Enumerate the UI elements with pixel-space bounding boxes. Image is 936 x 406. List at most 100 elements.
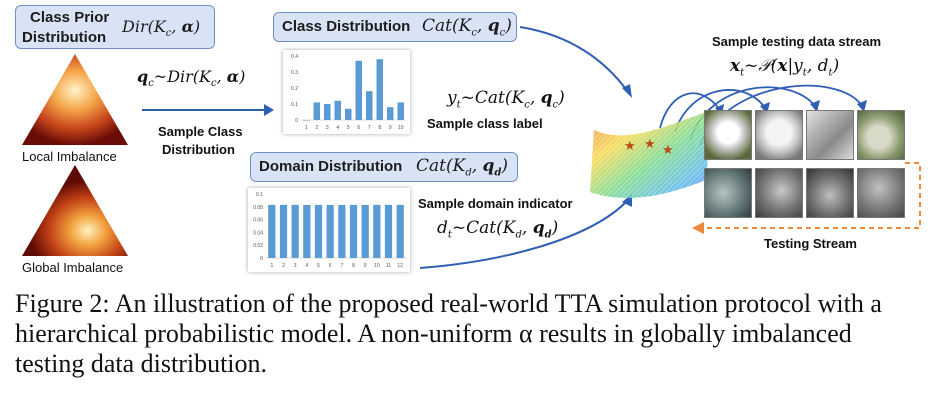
sample-image-texture-2	[755, 168, 803, 218]
y-tick-label: 0.02	[253, 243, 263, 249]
bar-12	[396, 204, 404, 258]
class-chart-panel: 0 0.1 0.2 0.3 0.4 1 2 3 4 5 6 7 8 9 10	[283, 50, 410, 134]
sample-class-dist-line1: Sample Class	[158, 124, 243, 139]
class-prior-title-line1: Class Prior	[30, 9, 110, 26]
sample-class-dist-line2: Distribution	[162, 142, 235, 157]
bar-1	[268, 204, 276, 258]
sample-class-arrow	[142, 104, 274, 116]
class-distribution-title: Class Distribution	[282, 18, 411, 35]
x-tick-label: 5	[317, 263, 320, 269]
x-tick-label: 8	[352, 263, 355, 269]
y-tick-label: 0	[295, 118, 298, 124]
bar-6	[326, 204, 334, 258]
sample-image-dog-3	[806, 110, 854, 160]
figure-caption: Figure 2: An illustration of the propose…	[15, 289, 927, 379]
x-tick-label: 12	[397, 263, 403, 269]
x-tick-label: 3	[326, 125, 329, 131]
x-tick-label: 4	[305, 263, 308, 269]
sample-image-dog-2	[755, 110, 803, 160]
x-tick-label: 1	[305, 125, 308, 131]
local-imbalance-triangle	[22, 54, 128, 145]
x-tick-label: 7	[368, 125, 371, 131]
y-tick-label: 0.08	[253, 205, 263, 211]
x-tick-label: 2	[315, 125, 318, 131]
domain-distribution-box: Domain Distribution Cat(Kd, qd)	[250, 152, 518, 182]
data-manifold-surface: ★ ★ ★	[590, 110, 712, 199]
testing-stream-arrow	[692, 162, 921, 234]
global-imbalance-label: Global Imbalance	[22, 260, 124, 275]
bar-3	[291, 204, 299, 258]
y-tick-label: 0.1	[291, 102, 298, 108]
bar-7	[338, 204, 346, 258]
domain-distribution-title: Domain Distribution	[259, 158, 403, 175]
star-marker-2: ★	[644, 136, 656, 151]
y-tick-label: 0.3	[291, 70, 298, 76]
y-tick-label: 0.06	[253, 218, 263, 224]
local-imbalance-label: Local Imbalance	[22, 149, 117, 164]
sample-image-texture-3	[806, 168, 854, 218]
sample-image-cat	[857, 110, 905, 160]
star-marker-1: ★	[624, 138, 636, 153]
sample-image-texture-4	[857, 168, 905, 218]
bar-10	[373, 204, 381, 258]
stream-title: Sample testing data stream	[712, 34, 882, 49]
x-tick-label: 6	[329, 263, 332, 269]
caption-prefix: Figure 2:	[15, 289, 110, 318]
bar-1	[302, 120, 310, 121]
bar-10	[397, 102, 405, 120]
class-distribution-math: Cat(Kc, qc)	[422, 16, 512, 39]
class-label-math: yt~Cat(Kc, qc)	[447, 88, 565, 111]
x-tick-label: 6	[357, 125, 360, 131]
bar-2	[279, 204, 288, 258]
bar-2	[313, 102, 321, 120]
sample-image-texture-1	[704, 168, 752, 218]
global-imbalance-triangle	[22, 165, 128, 256]
x-tick-label: 3	[294, 263, 297, 269]
bar-4	[334, 100, 342, 120]
bar-5	[344, 108, 352, 120]
star-marker-3: ★	[662, 142, 674, 157]
x-tick-label: 2	[282, 263, 285, 269]
x-tick-label: 11	[386, 263, 391, 269]
class-distribution-chart: 0 0.1 0.2 0.3 0.4 1 2 3 4 5 6 7 8 9 10	[291, 54, 406, 131]
bar-7	[365, 91, 373, 120]
stream-math: xt~𝒫(x|yt, dt)	[730, 56, 840, 79]
domain-indicator-text: Sample domain indicator	[418, 196, 573, 211]
bar-4	[303, 204, 311, 258]
class-prior-math: Dir(Kc, α)	[122, 17, 201, 40]
domain-indicator-math: dt~Cat(Kd, qd)	[437, 218, 559, 241]
bar-8	[376, 59, 384, 120]
bar-6	[355, 60, 363, 120]
x-tick-label: 9	[364, 263, 367, 269]
bar-9	[386, 107, 394, 120]
x-tick-label: 10	[374, 263, 380, 269]
y-tick-label: 0.2	[291, 86, 298, 92]
class-prior-box: Class Prior Distribution Dir(Kc, α)	[15, 5, 215, 49]
x-tick-label: 9	[389, 125, 392, 131]
x-tick-label: 8	[378, 125, 381, 131]
x-tick-label: 4	[336, 125, 339, 131]
testing-stream-label: Testing Stream	[764, 236, 857, 251]
sample-class-dist-math: qc~Dir(Kc, α)	[137, 67, 246, 90]
bar-8	[349, 204, 358, 258]
x-tick-label: 5	[347, 125, 350, 131]
y-tick-label: 0	[260, 256, 263, 262]
domain-distribution-math: Cat(Kd, qd)	[416, 156, 509, 179]
y-tick-label: 0.04	[253, 230, 263, 236]
class-prior-title-line2: Distribution	[22, 29, 107, 46]
bar-3	[323, 104, 331, 120]
y-tick-label: 0.1	[256, 192, 263, 198]
class-label-text: Sample class label	[427, 116, 543, 131]
x-tick-label: 7	[340, 263, 343, 269]
class-distribution-box: Class Distribution Cat(Kc, qc)	[273, 12, 517, 42]
sample-image-dog-1	[704, 110, 752, 160]
caption-text: An illustration of the proposed real-wor…	[15, 289, 882, 378]
y-tick-label: 0.4	[291, 54, 298, 60]
bar-5	[314, 204, 323, 258]
x-tick-label: 10	[398, 125, 404, 131]
bar-9	[361, 204, 369, 258]
bar-11	[384, 204, 393, 258]
x-tick-label: 1	[270, 263, 273, 269]
